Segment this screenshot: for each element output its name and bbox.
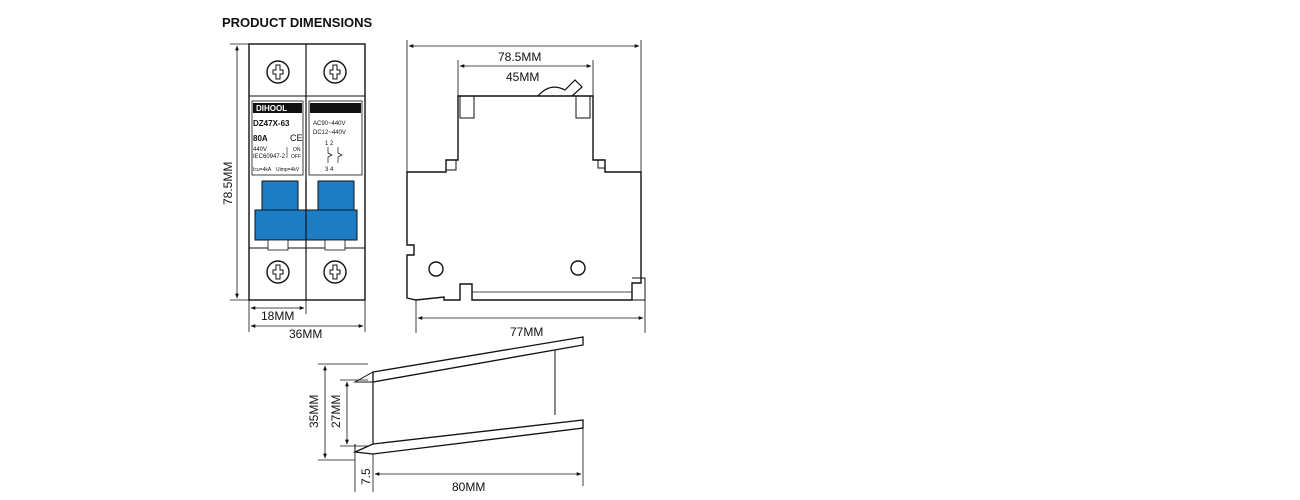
ce-mark: CE [290, 133, 303, 143]
din-clip [632, 277, 646, 301]
side-profile-outline [406, 95, 642, 301]
page-title: PRODUCT DIMENSIONS [222, 15, 373, 30]
rail-outer-height-label: 35MM [307, 395, 321, 428]
off-label: OFF [291, 154, 301, 160]
side-width-label: 78.5MM [498, 50, 541, 64]
right-plate-bar [310, 103, 361, 113]
screw-icon [323, 260, 347, 284]
rail-bottom-flange [352, 419, 584, 455]
breaker-body-outline [248, 43, 366, 301]
circuit-symbol-icon [327, 147, 343, 163]
screw-icon [323, 60, 347, 84]
terminal-top-label: 1 2 [325, 141, 334, 147]
rail-lip-label: 7.5 [359, 468, 373, 485]
screw-icon [266, 260, 290, 284]
pole-width-label: 18MM [261, 309, 294, 323]
right-voltage-ac: AC90~440V [313, 121, 346, 127]
screw-icon [266, 60, 290, 84]
spec-uimp: Uimp=4kV [276, 167, 300, 173]
rail-inner-height-label: 27MM [329, 395, 343, 428]
spec-icu: Icu=4kA [253, 167, 272, 173]
handle-width-label: 45MM [506, 70, 539, 84]
rail-top-flange [372, 336, 584, 383]
din-rail-view: 35MM 27MM 7.5 80MM [307, 336, 584, 494]
breaker-front-view: DIHOOL DZ47X-63 80A CE 440V IEC60947-2 O… [221, 43, 366, 341]
mounting-hole [428, 261, 444, 277]
spec-standard: IEC60947-2 [253, 154, 286, 160]
spec-voltage: 440V [253, 147, 267, 153]
depth-label: 77MM [510, 325, 543, 339]
mounting-hole [570, 260, 586, 276]
brand-bar [253, 103, 302, 113]
rail-length-label: 80MM [452, 480, 485, 494]
right-voltage-dc: DC12~440V [313, 130, 346, 136]
on-label: ON [293, 147, 301, 153]
model-label: DZ47X-63 [253, 119, 290, 128]
total-width-label: 36MM [289, 327, 322, 341]
terminal-bottom-label: 3 4 [325, 167, 334, 173]
rating-label: 80A [253, 134, 268, 143]
toggle-handle-side [537, 79, 583, 97]
height-dimension-label: 78.5MM [221, 162, 235, 205]
brand-label: DIHOOL [256, 104, 287, 113]
toggle-handles [254, 180, 358, 251]
breaker-side-view: 78.5MM 45MM 77MM [406, 40, 646, 339]
